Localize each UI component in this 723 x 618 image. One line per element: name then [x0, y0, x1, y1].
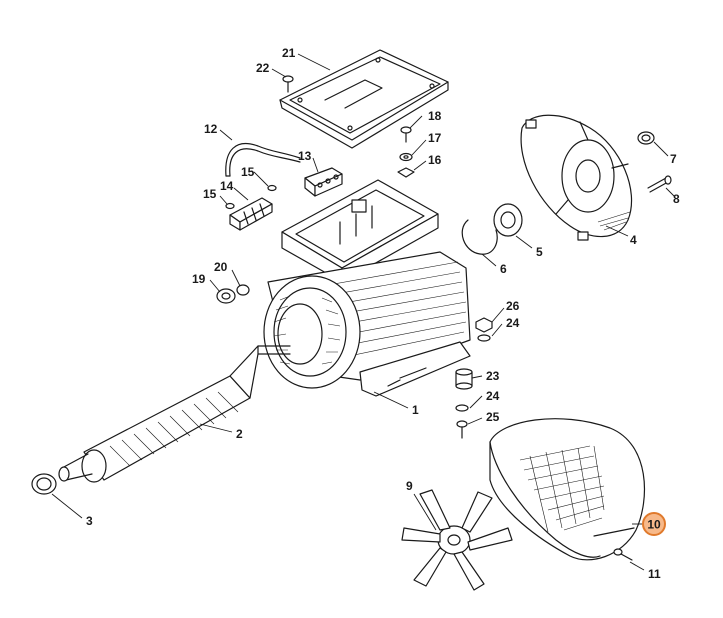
part-label-15-upper: 15 — [241, 165, 255, 179]
part-label-16: 16 — [428, 153, 442, 167]
rotor — [58, 345, 291, 483]
part-label-24-upper: 24 — [506, 316, 520, 330]
part-label-22: 22 — [256, 61, 270, 75]
cable-clamp — [225, 184, 277, 231]
part-label-7: 7 — [670, 152, 677, 166]
part-label-15-lower: 15 — [203, 187, 217, 201]
end-shield-ring — [637, 131, 655, 145]
terminal-block — [304, 167, 343, 197]
part-label-9: 9 — [406, 479, 413, 493]
part-label-1: 1 — [412, 403, 419, 417]
fan-cover-screw — [613, 548, 633, 561]
part-label-23: 23 — [486, 369, 500, 383]
part-label-25: 25 — [486, 410, 500, 424]
part-label-13: 13 — [298, 149, 312, 163]
cover-screw — [282, 75, 294, 93]
part-10-highlight[interactable]: 10 — [642, 512, 666, 536]
foot-nut-washer-top — [475, 317, 493, 342]
terminal-box-cover — [279, 49, 449, 149]
end-shield-bolt — [647, 175, 672, 193]
foot-damper-set — [455, 368, 473, 439]
leader-lines — [51, 53, 675, 571]
part-label-12: 12 — [204, 122, 218, 136]
rear-bearing-circlip — [461, 203, 523, 255]
part-label-8: 8 — [673, 192, 680, 206]
part-label-4: 4 — [630, 233, 637, 247]
front-bearing — [31, 473, 57, 495]
part-label-20: 20 — [214, 260, 228, 274]
part-label-17: 17 — [428, 131, 442, 145]
part-label-14: 14 — [220, 179, 234, 193]
motor-housing — [263, 179, 471, 397]
part-label-19: 19 — [192, 272, 206, 286]
end-shield — [520, 114, 633, 241]
part-label-18: 18 — [428, 109, 442, 123]
part-label-5: 5 — [536, 245, 543, 259]
part-label-21: 21 — [282, 46, 296, 60]
part-label-3: 3 — [86, 514, 93, 528]
highlight-ring[interactable] — [642, 512, 666, 536]
screw-washer-nut-set — [397, 126, 415, 178]
connection-cable — [225, 142, 301, 177]
cable-gland — [216, 284, 250, 304]
part-label-2: 2 — [236, 427, 243, 441]
fan-cover — [489, 418, 645, 561]
cooling-fan — [401, 489, 513, 591]
part-label-26: 26 — [506, 299, 520, 313]
part-number-labels: 21 22 18 17 16 12 13 15 14 15 20 19 1 2 … — [86, 46, 680, 581]
part-label-10[interactable]: 10 — [647, 518, 661, 532]
part-label-11: 11 — [648, 567, 661, 581]
part-label-6: 6 — [500, 262, 507, 276]
part-label-24-lower: 24 — [486, 389, 500, 403]
